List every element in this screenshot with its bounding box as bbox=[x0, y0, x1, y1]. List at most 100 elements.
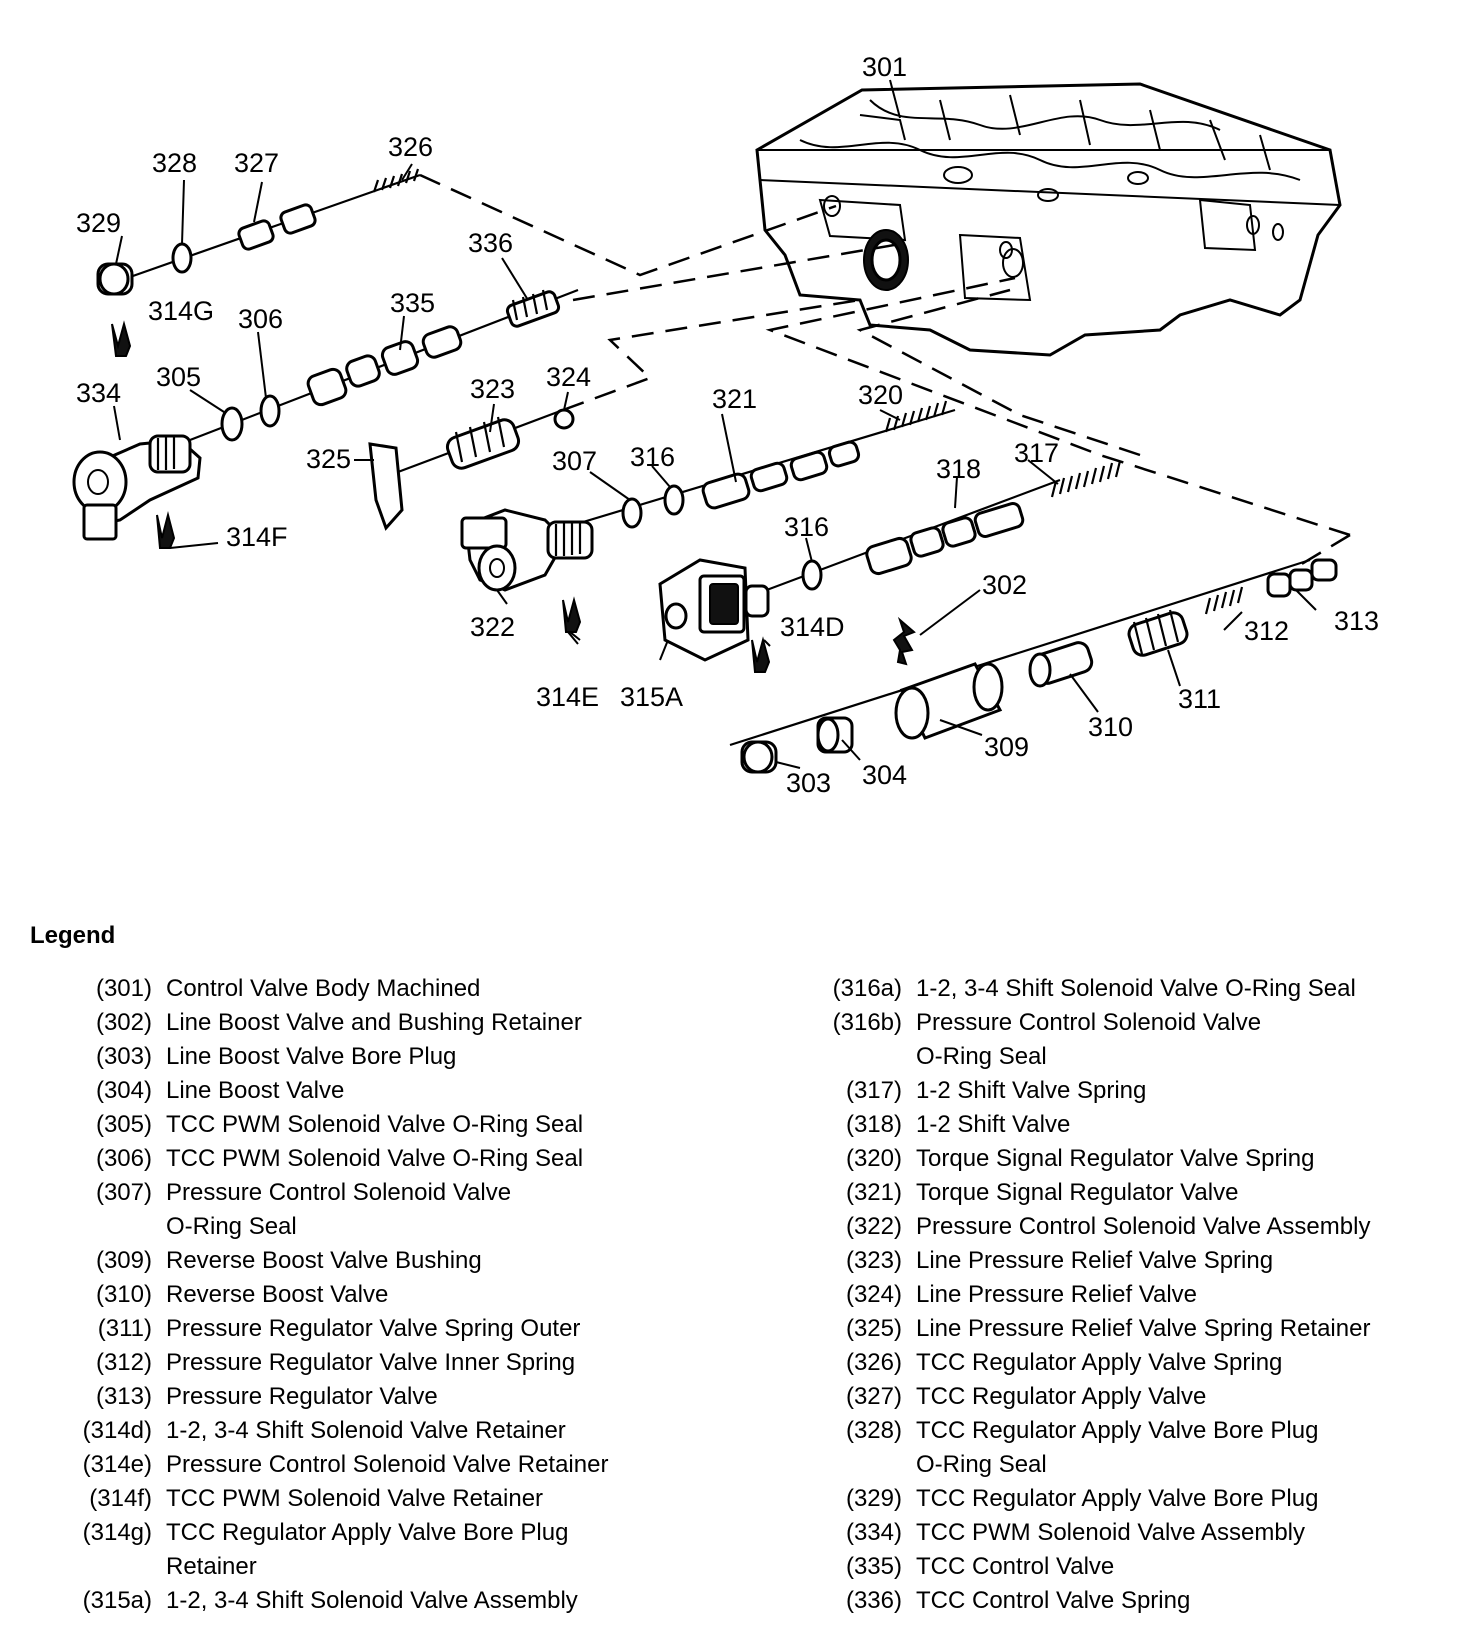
part-329-bore-plug bbox=[96, 262, 134, 296]
legend-item: (321)Torque Signal Regulator Valve bbox=[790, 1176, 1460, 1210]
callout-327: 327 bbox=[234, 148, 279, 178]
legend-item-code: (307) bbox=[95, 1179, 152, 1206]
legend-item: (326)TCC Regulator Apply Valve Spring bbox=[790, 1346, 1460, 1380]
legend-item-description-line: Line Pressure Relief Valve Spring bbox=[916, 1247, 1274, 1274]
legend-item-description: Reverse Boost Valve Bushing bbox=[166, 1244, 720, 1278]
legend-item: (322)Pressure Control Solenoid Valve Ass… bbox=[790, 1210, 1460, 1244]
callout-305: 305 bbox=[156, 362, 201, 392]
callout-315a: 315A bbox=[620, 682, 683, 712]
legend-item-description-line: O-Ring Seal bbox=[916, 1451, 1047, 1478]
legend-item-description-line: Pressure Control Solenoid Valve bbox=[916, 1009, 1262, 1036]
part-335-valve bbox=[306, 325, 463, 407]
control-valve-body bbox=[755, 82, 1342, 357]
legend-item: (325) Line Pressure Relief Valve Spring R… bbox=[790, 1312, 1460, 1346]
legend-item-code: (317) bbox=[845, 1077, 902, 1104]
part-327-valve bbox=[237, 203, 317, 251]
legend-item: (316a)1-2, 3-4 Shift Solenoid Valve O-Ri… bbox=[790, 972, 1460, 1006]
legend-item: (301) Control Valve Body Machined bbox=[40, 972, 720, 1006]
legend-item-description-line: Line Pressure Relief Valve Spring Retain… bbox=[916, 1315, 1371, 1342]
part-324-ball bbox=[553, 408, 575, 430]
callout-335: 335 bbox=[390, 288, 435, 318]
legend-item-description-line: Pressure Regulator Valve Inner Spring bbox=[166, 1349, 576, 1376]
legend-item: (309)Reverse Boost Valve Bushing bbox=[40, 1244, 720, 1278]
callout-303: 303 bbox=[786, 768, 831, 798]
legend-item-description: TCC PWM Solenoid Valve O-Ring Seal bbox=[166, 1108, 720, 1142]
legend-item-code: (316a) bbox=[832, 975, 902, 1002]
legend-item-description-line: Reverse Boost Valve Bushing bbox=[166, 1247, 482, 1274]
legend-item-description: TCC Regulator Apply Valve Bore Plug bbox=[916, 1482, 1460, 1516]
legend-item-description: 1-2 Shift Valve Spring bbox=[916, 1074, 1460, 1108]
legend-item-description-line: Retainer bbox=[166, 1553, 257, 1580]
legend-item: (327) TCC Regulator Apply Valve bbox=[790, 1380, 1460, 1414]
part-326-spring bbox=[372, 168, 420, 193]
legend-item-code: (311) bbox=[97, 1315, 152, 1342]
legend-item-code: (315a) bbox=[82, 1587, 152, 1614]
legend-item-description-line: Pressure Control Solenoid Valve Retainer bbox=[166, 1451, 609, 1478]
legend-item: (312)Pressure Regulator Valve Inner Spri… bbox=[40, 1346, 720, 1380]
legend-item-code: (301) bbox=[95, 975, 152, 1002]
legend-item-description-line: Torque Signal Regulator Valve bbox=[916, 1179, 1239, 1206]
callout-leader-lines bbox=[113, 79, 1317, 769]
legend-item-description-line: Line Pressure Relief Valve bbox=[916, 1281, 1198, 1308]
legend-item-code: (329) bbox=[845, 1485, 902, 1512]
callout-307: 307 bbox=[552, 446, 597, 476]
legend-item-description: 1-2 Shift Valve bbox=[916, 1108, 1460, 1142]
alignment-lines bbox=[419, 173, 1351, 567]
part-334-tcc-pwm-solenoid bbox=[72, 434, 202, 549]
part-304-valve bbox=[816, 716, 854, 754]
callout-labels: 301 302 303 304 305 306 307 309 310 311 … bbox=[76, 52, 1379, 798]
part-321-valve bbox=[701, 440, 861, 510]
legend-item-description-line: 1-2, 3-4 Shift Solenoid Valve Retainer bbox=[166, 1417, 566, 1444]
part-316b-o-ring bbox=[801, 559, 823, 591]
legend-item-description: Reverse Boost Valve bbox=[166, 1278, 720, 1312]
legend-item-description: Pressure Regulator Valve Spring Outer bbox=[166, 1312, 720, 1346]
part-311-spring bbox=[1127, 609, 1189, 657]
part-305-o-ring bbox=[220, 406, 244, 442]
legend-item-description: Line Boost Valve bbox=[166, 1074, 720, 1108]
legend-item-description-line: TCC Regulator Apply Valve bbox=[916, 1383, 1207, 1410]
legend-item-code: (326) bbox=[845, 1349, 902, 1376]
legend-item-code: (327) bbox=[845, 1383, 902, 1410]
legend-item: (314e)Pressure Control Solenoid Valve Re… bbox=[40, 1448, 720, 1482]
legend-item: (314g)TCC Regulator Apply Valve Bore Plu… bbox=[40, 1516, 720, 1584]
legend-item: (311) Pressure Regulator Valve Spring Out… bbox=[40, 1312, 720, 1346]
callout-322: 322 bbox=[470, 612, 515, 642]
legend-item: (315a)1-2, 3-4 Shift Solenoid Valve Asse… bbox=[40, 1584, 720, 1618]
legend-item: (303)Line Boost Valve Bore Plug bbox=[40, 1040, 720, 1074]
legend-item-description: 1-2, 3-4 Shift Solenoid Valve Retainer bbox=[166, 1414, 720, 1448]
legend-item-description-line: O-Ring Seal bbox=[166, 1213, 297, 1240]
exploded-valve-body-diagram: 301 302 303 304 305 306 307 309 310 311 … bbox=[72, 52, 1379, 798]
callout-311: 311 bbox=[1178, 684, 1221, 714]
callout-317: 317 bbox=[1014, 438, 1059, 468]
part-310-valve bbox=[1028, 641, 1094, 688]
legend-item: (310)Reverse Boost Valve bbox=[40, 1278, 720, 1312]
callout-314f: 314F bbox=[226, 522, 288, 552]
legend-item-description-line: TCC PWM Solenoid Valve Assembly bbox=[916, 1519, 1306, 1546]
part-313-valve bbox=[1266, 558, 1338, 598]
callout-316a: 316 bbox=[630, 442, 675, 472]
legend-item-code: (335) bbox=[845, 1553, 902, 1580]
part-303-bore-plug bbox=[740, 740, 778, 774]
legend-item-code: (334) bbox=[845, 1519, 902, 1546]
callout-321: 321 bbox=[712, 384, 757, 414]
legend-item-description-line: Control Valve Body Machined bbox=[166, 975, 481, 1002]
legend-item: (328)TCC Regulator Apply Valve Bore Plug… bbox=[790, 1414, 1460, 1482]
legend-item-code: (314f) bbox=[89, 1485, 152, 1512]
part-318-valve bbox=[865, 502, 1025, 576]
legend-item-code: (325) bbox=[845, 1315, 902, 1342]
legend-item-description-line: TCC Regulator Apply Valve Bore Plug bbox=[916, 1417, 1319, 1444]
part-323-spring bbox=[445, 416, 521, 470]
callout-323: 323 bbox=[470, 374, 515, 404]
legend-item: (335)TCC Control Valve bbox=[790, 1550, 1460, 1584]
callout-325: 325 bbox=[306, 444, 351, 474]
legend-item-description-line: TCC Control Valve Spring bbox=[916, 1587, 1191, 1614]
legend-item: (305)TCC PWM Solenoid Valve O-Ring Seal bbox=[40, 1108, 720, 1142]
legend-item-description-line: 1-2 Shift Valve Spring bbox=[916, 1077, 1147, 1104]
callout-329: 329 bbox=[76, 208, 121, 238]
legend-item: (336)TCC Control Valve Spring bbox=[790, 1584, 1460, 1618]
